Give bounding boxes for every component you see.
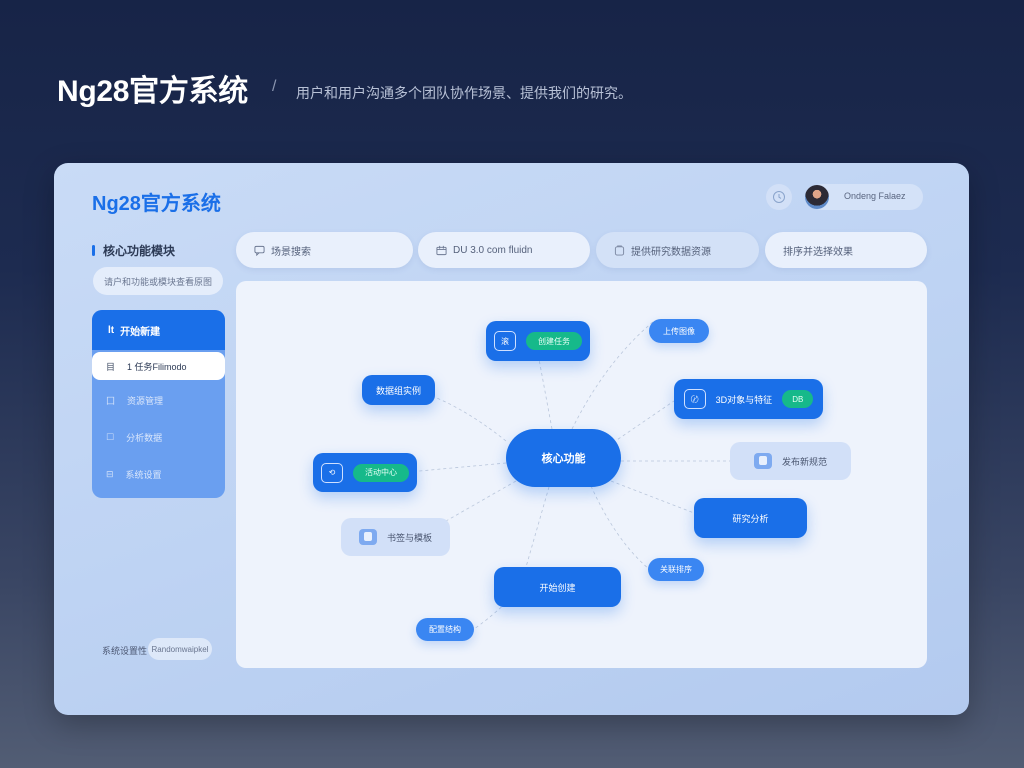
user-name: Ondeng Falaez <box>844 191 906 201</box>
refresh-icon: ⟲ <box>321 462 343 483</box>
mindmap-node-publish[interactable]: 发布新规范 <box>730 442 851 480</box>
tab-research[interactable]: 提供研究数据资源 <box>596 232 759 268</box>
avatar[interactable] <box>805 185 829 209</box>
document-icon <box>614 244 625 256</box>
mindmap-node-create[interactable]: 开始创建 <box>494 567 621 607</box>
clock-icon <box>773 191 785 203</box>
mindmap-node-bookmarks[interactable]: 书签与模板 <box>341 518 450 556</box>
tab-sort[interactable]: 排序并选择效果 <box>765 232 927 268</box>
title-separator: / <box>272 78 277 95</box>
page-title: Ng28官方系统 <box>57 75 248 108</box>
sidebar-item-analytics[interactable]: ☐ 分析数据 <box>106 432 163 443</box>
sidebar-item-resources[interactable]: 囗 资源管理 <box>106 396 164 406</box>
mindmap-node-upload[interactable]: 上传图像 <box>649 319 709 343</box>
mindmap-node-top[interactable]: 滚 创建任务 <box>486 321 590 361</box>
calendar-icon <box>436 245 447 255</box>
image-icon: 〄 <box>683 389 706 409</box>
info-icon <box>753 453 772 469</box>
app-window: Ng28官方系统 Ondeng Falaez 核心功能模块 请户和功能或模块查看… <box>54 163 969 715</box>
mindmap-node-analysis[interactable]: 研究分析 <box>694 498 807 538</box>
page-subtitle: 用户和用户沟通多个团队协作场景、提供我们的研究。 <box>296 85 632 101</box>
sidebar-menu: lt 开始新建 目 1 任务Filimodo 囗 资源管理 ☐ 分析数据 ⊟ 系… <box>92 310 225 498</box>
sidebar-item-settings[interactable]: ⊟ 系统设置 <box>106 469 162 480</box>
settings-icon: ⊟ <box>106 469 114 479</box>
mindmap-center-node[interactable]: 核心功能 <box>506 429 621 487</box>
chat-icon <box>254 245 265 256</box>
task-icon: 目 <box>106 361 116 372</box>
folder-icon: 囗 <box>106 396 116 406</box>
status-badge: DB <box>782 390 814 408</box>
sidebar-search-input[interactable]: 请户和功能或模块查看原图 <box>93 267 223 295</box>
section-accent-bar <box>92 245 95 256</box>
mindmap-node-sort[interactable]: 关联排序 <box>648 558 704 581</box>
bookmark-icon <box>358 529 377 545</box>
sidebar-menu-header[interactable]: lt 开始新建 <box>92 310 225 350</box>
tab-du[interactable]: DU 3.0 com fluidn <box>418 232 590 268</box>
new-icon: lt <box>108 324 115 336</box>
brand-title: Ng28官方系统 <box>92 193 221 215</box>
mindmap-node-config[interactable]: 配置结构 <box>416 618 474 641</box>
mindmap-node-activity[interactable]: ⟲ 活动中心 <box>313 453 417 492</box>
history-button[interactable] <box>766 184 792 210</box>
chart-icon: ☐ <box>106 432 115 442</box>
mindmap-node-data-group[interactable]: 数据组实例 <box>362 375 435 405</box>
tab-search[interactable]: 场景搜索 <box>236 232 413 268</box>
status-badge: 活动中心 <box>353 463 409 482</box>
sidebar-section-label: 核心功能模块 <box>92 242 175 259</box>
tab-bar: 场景搜索 DU 3.0 com fluidn 提供研究数据资源 排序并选择效果 <box>236 232 928 268</box>
sidebar-item-tasks[interactable]: 目 1 任务Filimodo <box>92 352 225 380</box>
footer-label: 系统设置性 <box>102 646 148 656</box>
mindmap-node-3d[interactable]: 〄 3D对象与特征 DB <box>674 379 823 419</box>
mindmap-canvas[interactable]: 滚 创建任务 上传图像 〄 3D对象与特征 DB 数据组实例 核心功能 ⟲ 活动… <box>236 281 927 668</box>
dashboard-icon: 滚 <box>494 331 516 351</box>
status-badge: 创建任务 <box>526 332 582 350</box>
footer-select[interactable]: Randomwaipkel <box>148 638 212 660</box>
